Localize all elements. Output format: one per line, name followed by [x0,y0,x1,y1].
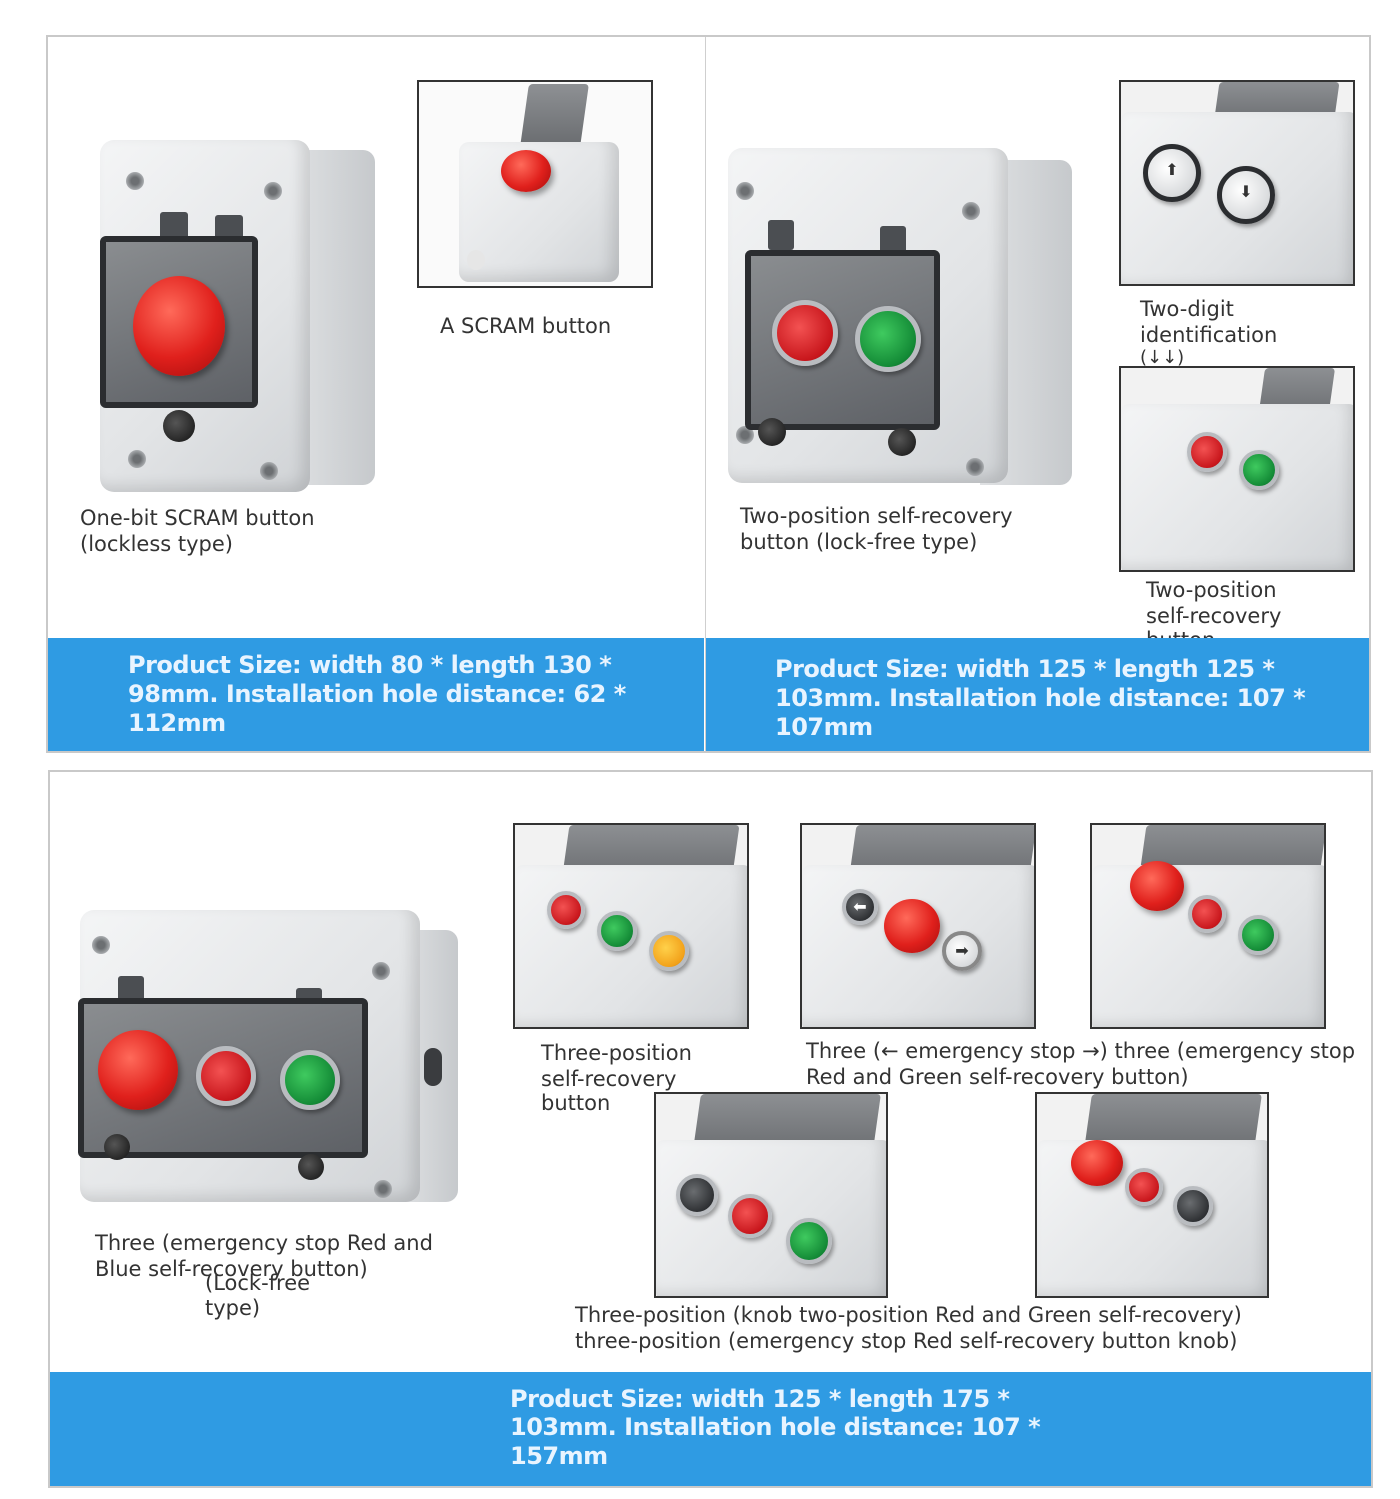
two-digit-caption-line3: (↓↓) [1140,347,1185,368]
lock-knob-icon [163,410,195,442]
emergency-stop-button [133,276,225,376]
two-position-inset-caption-line2: self-recovery [1146,604,1282,628]
screw-icon [962,202,980,220]
bottom-size-line1: Product Size: width 125 * length 175 * [510,1385,1010,1413]
left-arrow-icon: ⬅ [853,897,867,916]
three-inset23-caption-line1: Three (← emergency stop →) three (emerge… [806,1039,1356,1063]
selector-knob [1173,1186,1213,1226]
green-button [597,911,637,951]
red-button [1125,1168,1163,1206]
two-position-inset [1119,366,1355,572]
emergency-stop-button [1130,861,1184,911]
top-right-size-banner [706,638,1369,751]
three-inset45-caption-line1: Three-position (knob two-position Red an… [575,1303,1242,1327]
lock-knob-icon [298,1154,324,1180]
cable-hole-icon [424,1048,442,1086]
one-bit-scram-caption-line1: One-bit SCRAM button [80,506,315,530]
lock-knob-icon [758,418,786,446]
three-main-caption-line1: Three (emergency stop Red and [95,1231,433,1255]
green-button [1238,915,1278,955]
screw-icon [736,426,754,444]
top-right-size-line1: Product Size: width 125 * length 125 * [775,655,1275,683]
green-button [855,306,921,372]
three-inset45-caption-line2: three-position (emergency stop Red self-… [575,1329,1238,1353]
red-button [728,1194,772,1238]
two-position-inset-caption-line1: Two-position [1146,578,1277,602]
three-knob-red-green-inset [654,1092,888,1298]
scram-button-inset [417,80,653,288]
two-position-caption-line1: Two-position self-recovery [740,504,1013,528]
bottom-size-line3: 157mm [510,1442,608,1470]
emergency-stop-button [884,899,940,953]
three-estop-red-green-inset [1090,823,1326,1029]
bottom-size-banner [50,1372,1371,1486]
orange-button [649,931,689,971]
top-left-size-line1: Product Size: width 80 * length 130 * [128,651,612,679]
screw-icon [92,936,110,954]
three-inset1-caption-line1: Three-position [541,1041,692,1065]
red-button [772,300,838,366]
screw-icon [264,182,282,200]
three-position-inset [513,823,749,1029]
top-panel-divider [705,37,706,751]
three-main-caption-line2: Blue self-recovery button) [95,1257,368,1281]
green-button [280,1050,340,1110]
top-right-size-line2: 103mm. Installation hole distance: 107 * [775,684,1306,712]
screw-icon [260,462,278,480]
three-estop-red-knob-inset [1035,1092,1269,1298]
lock-knob-icon [104,1134,130,1160]
screw-icon [126,172,144,190]
three-main-caption-sub2: type) [205,1296,261,1320]
top-left-size-line2: 98mm. Installation hole distance: 62 * [128,680,626,708]
green-button [786,1218,832,1264]
top-left-size-line3: 112mm [128,709,226,737]
two-digit-caption-line2: identification [1140,323,1278,347]
scram-inset-caption: A SCRAM button [440,314,612,338]
three-main-caption-sub1: (Lock-free [205,1271,311,1295]
red-button [196,1046,256,1106]
red-button [547,891,585,929]
emergency-stop-button [1071,1140,1123,1186]
two-position-caption-line2: button (lock-free type) [740,530,978,554]
three-inset23-caption-line2: Red and Green self-recovery button) [806,1065,1189,1089]
screw-icon [736,182,754,200]
two-digit-caption-line1: Two-digit [1140,297,1234,321]
screw-icon [128,450,146,468]
three-arrow-estop-inset: ⬅ ➡ [800,823,1036,1029]
right-arrow-icon: ➡ [955,941,969,960]
selector-knob [676,1174,718,1216]
green-button [1239,450,1279,490]
down-arrow-icon: ⬇ [1239,182,1253,201]
top-left-size-banner [48,638,704,751]
three-inset1-caption-line3: button [541,1091,611,1115]
red-button [1188,895,1226,933]
top-right-size-line3: 107mm [775,713,873,741]
two-digit-identification-inset: ⬆ ⬇ [1119,80,1355,286]
emergency-stop-button [98,1030,178,1110]
emergency-stop-button [501,150,551,192]
lock-knob-icon [888,428,916,456]
screw-icon [374,1180,392,1198]
red-button [1187,432,1227,472]
bottom-size-line2: 103mm. Installation hole distance: 107 * [510,1413,1041,1441]
one-bit-scram-caption-line2: (lockless type) [80,532,233,556]
three-inset1-caption-line2: self-recovery [541,1067,677,1091]
up-arrow-icon: ⬆ [1165,160,1179,179]
screw-icon [966,458,984,476]
screw-icon [372,962,390,980]
